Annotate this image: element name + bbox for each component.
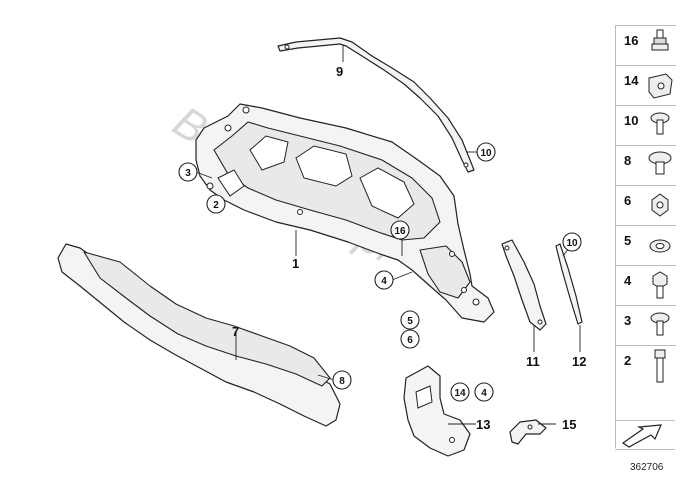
legend-item-14: 14 xyxy=(616,65,676,106)
callout-4-carrier: 4 xyxy=(374,270,394,290)
legend-item-3: 3 xyxy=(616,305,676,346)
callout-7: 7 xyxy=(232,324,239,339)
svg-text:4: 4 xyxy=(481,388,487,399)
callout-6: 6 xyxy=(400,329,420,349)
callout-11: 11 xyxy=(526,354,540,369)
callout-5: 5 xyxy=(400,310,420,330)
legend-item-4: 4 xyxy=(616,265,676,306)
svg-text:16: 16 xyxy=(394,226,406,237)
svg-text:2: 2 xyxy=(213,200,219,211)
expanding-rivet-icon xyxy=(648,151,672,175)
svg-text:4: 4 xyxy=(381,276,387,287)
part-12-support-rod xyxy=(555,243,583,325)
callout-12: 12 xyxy=(572,354,586,369)
callout-13: 13 xyxy=(476,417,490,432)
legend-item-5: 5 xyxy=(616,225,676,266)
legend-arrow-box xyxy=(615,420,675,450)
svg-text:8: 8 xyxy=(339,376,345,387)
fastener-legend: 16 14 10 8 6 5 xyxy=(615,25,676,448)
part-15-small-bracket xyxy=(509,419,547,445)
callout-10-rod: 10 xyxy=(562,232,582,252)
svg-text:10: 10 xyxy=(566,238,578,249)
svg-text:5: 5 xyxy=(407,316,413,327)
legend-item-10: 10 xyxy=(616,105,676,146)
callout-15: 15 xyxy=(562,417,576,432)
washer-icon xyxy=(649,239,671,253)
part-13-lower-bracket xyxy=(403,365,471,457)
part-11-side-strut xyxy=(501,239,547,331)
callout-9: 9 xyxy=(336,64,343,79)
direction-arrow-icon xyxy=(621,424,662,448)
collar-screw-icon xyxy=(650,112,670,135)
part-9-upper-bracket xyxy=(277,37,475,173)
svg-text:3: 3 xyxy=(185,168,191,179)
svg-text:6: 6 xyxy=(407,335,413,346)
leader-lines xyxy=(195,45,581,425)
reference-number: 362706 xyxy=(630,462,664,473)
callout-1: 1 xyxy=(292,256,299,271)
part-1-front-carrier xyxy=(195,103,495,323)
long-bolt-icon xyxy=(654,349,666,383)
stud-icon xyxy=(651,29,669,51)
legend-item-8: 8 xyxy=(616,145,676,186)
callout-10-upper: 10 xyxy=(476,142,496,162)
torx-screw-icon xyxy=(650,312,670,336)
callout-16: 16 xyxy=(390,220,410,240)
legend-item-6: 6 xyxy=(616,185,676,226)
callout-2: 2 xyxy=(206,194,226,214)
hex-bolt-icon xyxy=(652,271,668,299)
svg-text:14: 14 xyxy=(454,388,466,399)
clip-nut-icon xyxy=(648,73,673,99)
legend-item-2: 2 xyxy=(616,345,676,386)
callout-14: 14 xyxy=(450,382,470,402)
callout-3: 3 xyxy=(178,162,198,182)
hex-nut-icon xyxy=(651,193,669,217)
part-7-impact-absorber xyxy=(57,243,341,427)
callout-4-bracket: 4 xyxy=(474,382,494,402)
svg-text:10: 10 xyxy=(480,148,492,159)
legend-item-16: 16 xyxy=(616,25,676,66)
callout-8: 8 xyxy=(332,370,352,390)
